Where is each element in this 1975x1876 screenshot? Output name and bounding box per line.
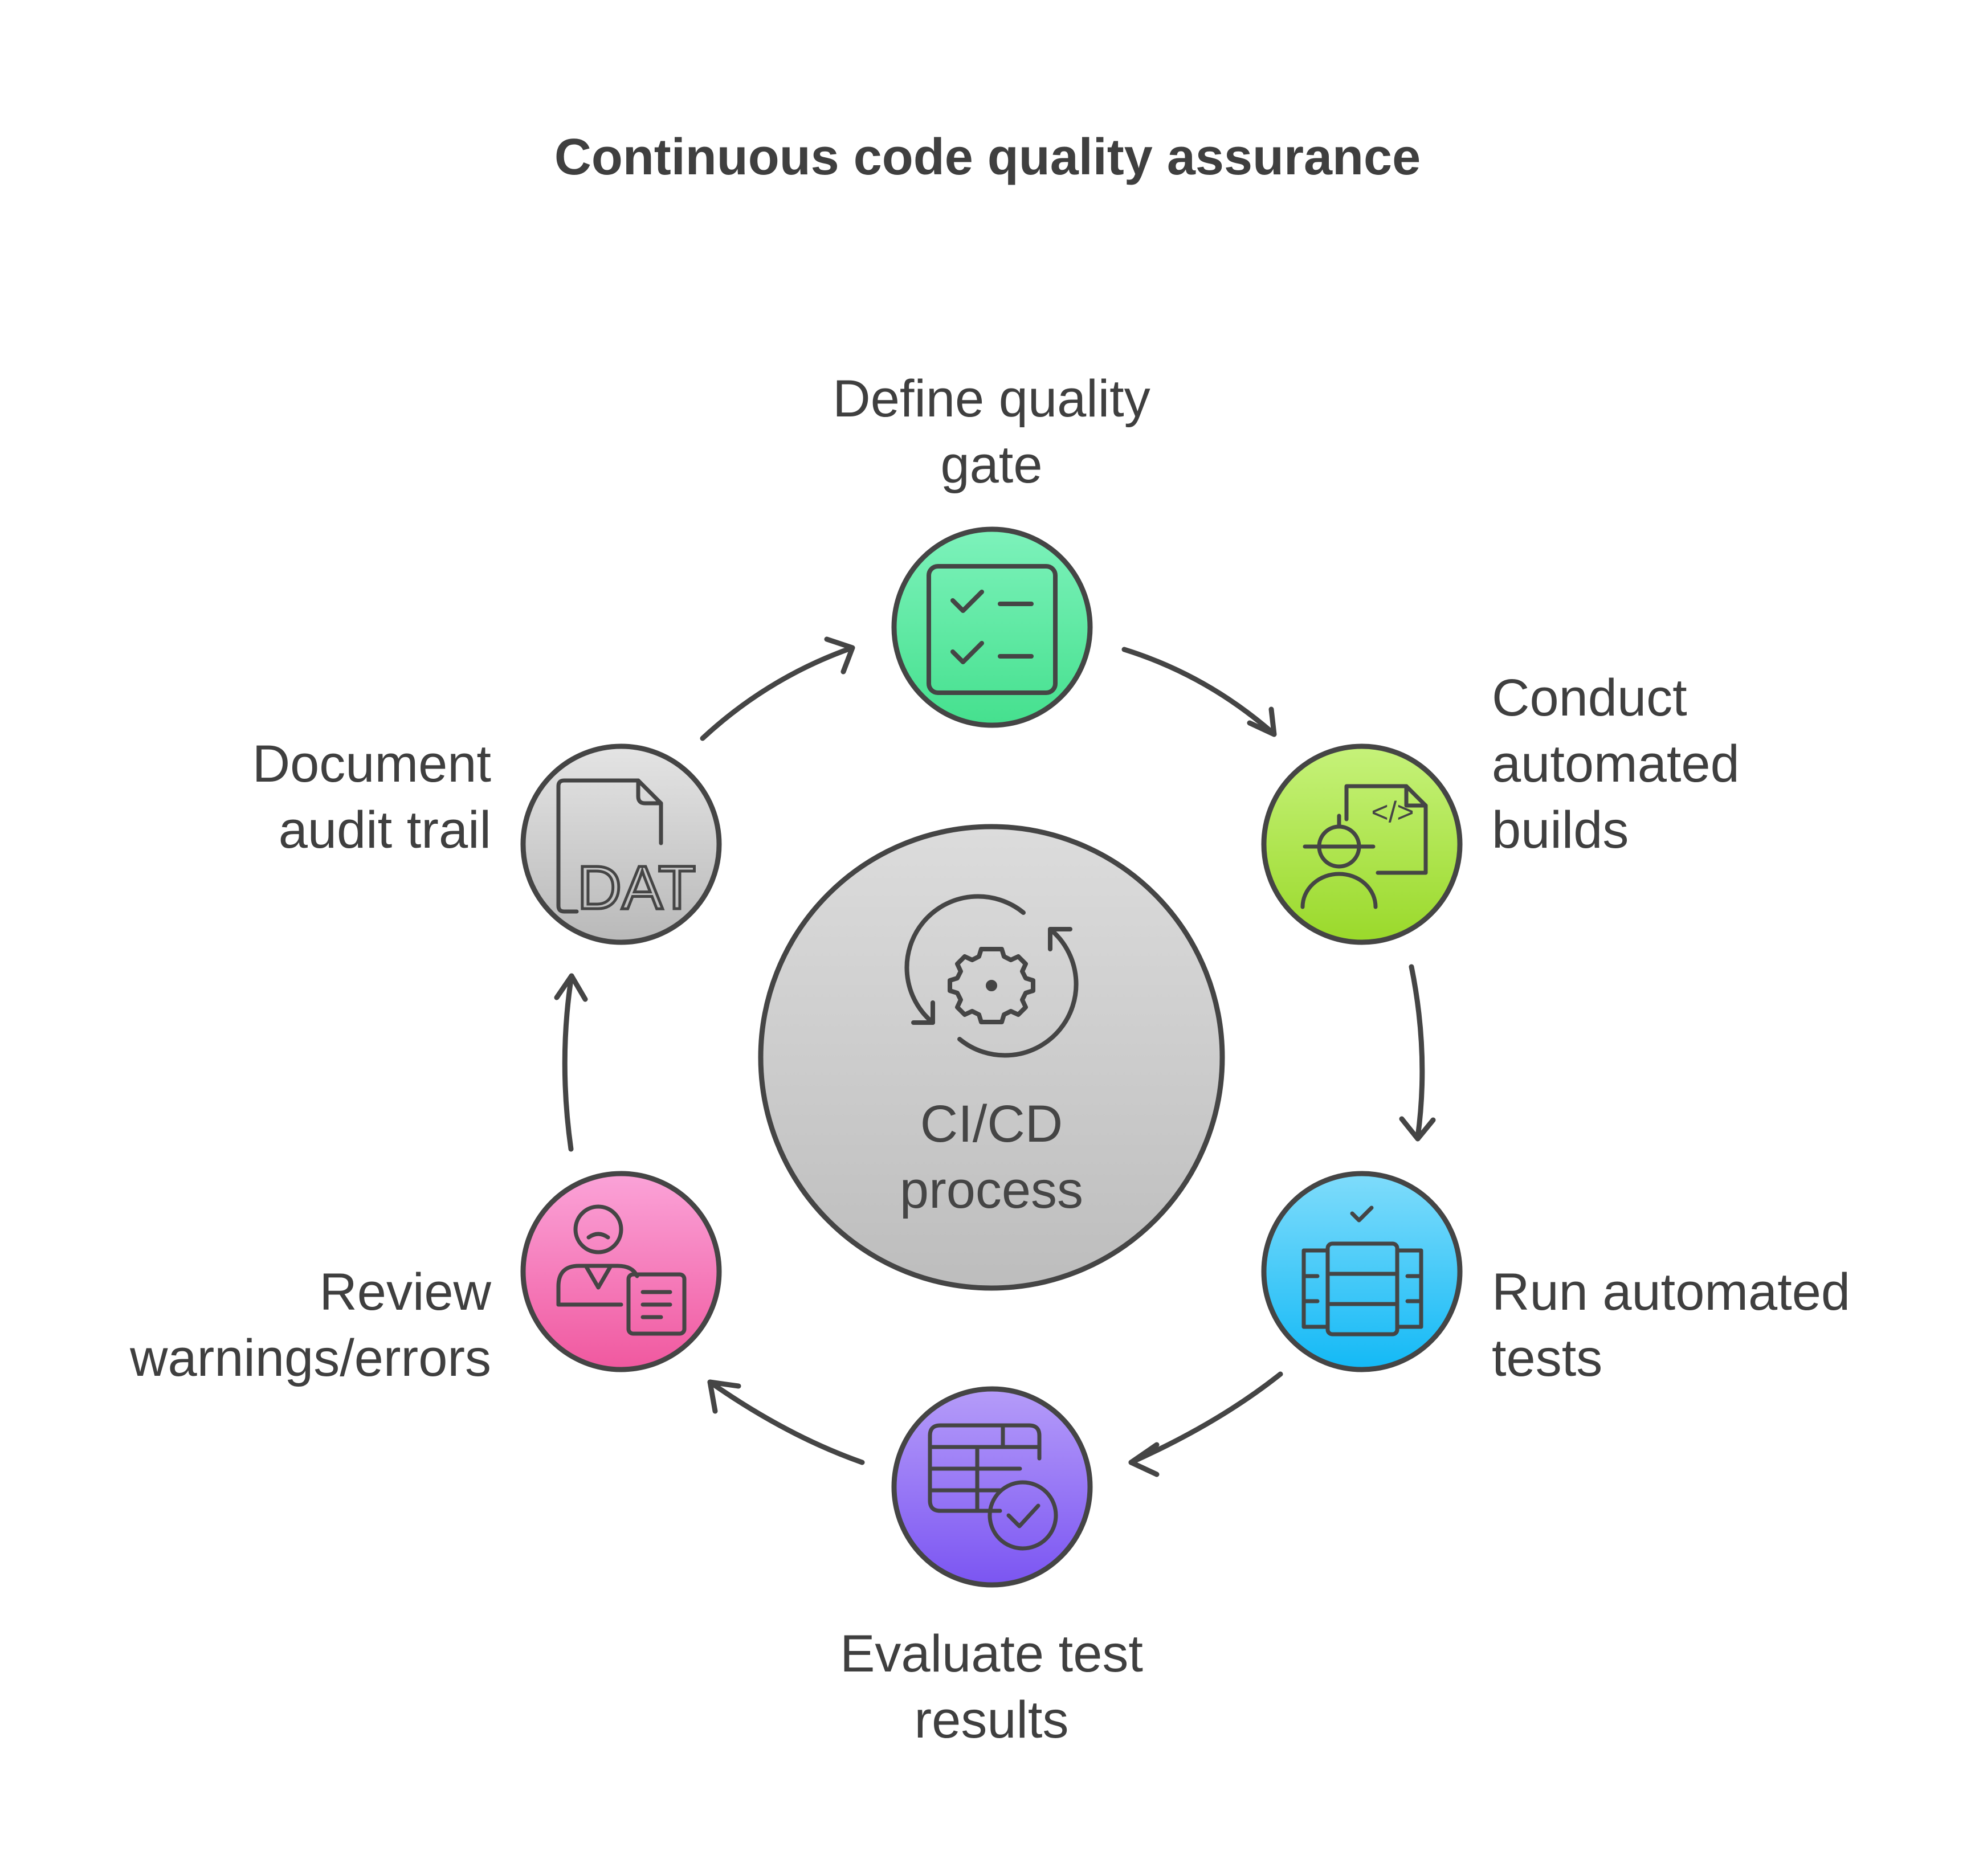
arrow-define-to-build <box>1121 647 1277 737</box>
step-label-line2: audit trail <box>278 801 491 859</box>
step-node-evaluate-test-results <box>891 1386 1093 1588</box>
step-label-conduct-automated-builds: Conduct automated builds <box>1492 665 1948 863</box>
center-label: CI/CD process <box>821 1091 1162 1223</box>
engineer-code-icon <box>1300 784 1428 909</box>
test-server-icon <box>1301 1205 1423 1337</box>
step-node-run-automated-tests <box>1261 1171 1463 1372</box>
arrow-test-to-evaluate <box>1128 1371 1283 1477</box>
step-label-line1: Conduct <box>1492 669 1687 727</box>
center-label-line2: process <box>899 1161 1084 1219</box>
table-check-icon <box>928 1423 1058 1551</box>
step-label-line1: Define quality <box>833 370 1150 428</box>
step-node-conduct-automated-builds: </> <box>1261 743 1463 945</box>
step-label-line2: results <box>914 1691 1069 1749</box>
step-label-define-quality-gate: Define quality gate <box>735 366 1248 498</box>
icon-dat-text: DAT <box>577 853 696 922</box>
dat-file-icon <box>556 778 663 914</box>
center-node <box>758 824 1225 1291</box>
step-label-line2: automated <box>1492 735 1740 793</box>
checklist-icon <box>927 564 1058 695</box>
icon-code-text: </> <box>1371 796 1414 829</box>
step-label-line3: builds <box>1492 801 1629 859</box>
step-label-line2: warnings/errors <box>130 1329 491 1387</box>
step-label-line1: Review <box>319 1263 491 1321</box>
diagram-title: Continuous code quality assurance <box>554 129 1421 186</box>
arrow-evaluate-to-review <box>707 1379 865 1465</box>
step-label-line2: tests <box>1492 1329 1603 1387</box>
gear-cycle-icon <box>904 894 1079 1058</box>
step-node-document-audit-trail: DAT <box>520 743 722 945</box>
step-label-evaluate-test-results: Evaluate test results <box>729 1621 1254 1753</box>
step-label-review-warnings-errors: Review warnings/errors <box>46 1259 491 1391</box>
arrow-build-to-test <box>1399 964 1436 1142</box>
step-label-line2: gate <box>940 436 1043 494</box>
person-document-icon <box>556 1204 687 1336</box>
step-node-define-quality-gate <box>891 526 1093 728</box>
step-label-line1: Document <box>252 735 491 793</box>
step-node-review-warnings-errors <box>520 1171 722 1372</box>
step-label-line1: Evaluate test <box>840 1625 1143 1683</box>
step-label-document-audit-trail: Document audit trail <box>46 731 491 863</box>
arrow-review-to-document <box>554 973 588 1152</box>
step-label-run-automated-tests: Run automated tests <box>1492 1259 1959 1391</box>
step-label-line1: Run automated <box>1492 1263 1851 1321</box>
center-label-line1: CI/CD <box>920 1095 1063 1153</box>
arrow-document-to-define <box>700 636 855 741</box>
